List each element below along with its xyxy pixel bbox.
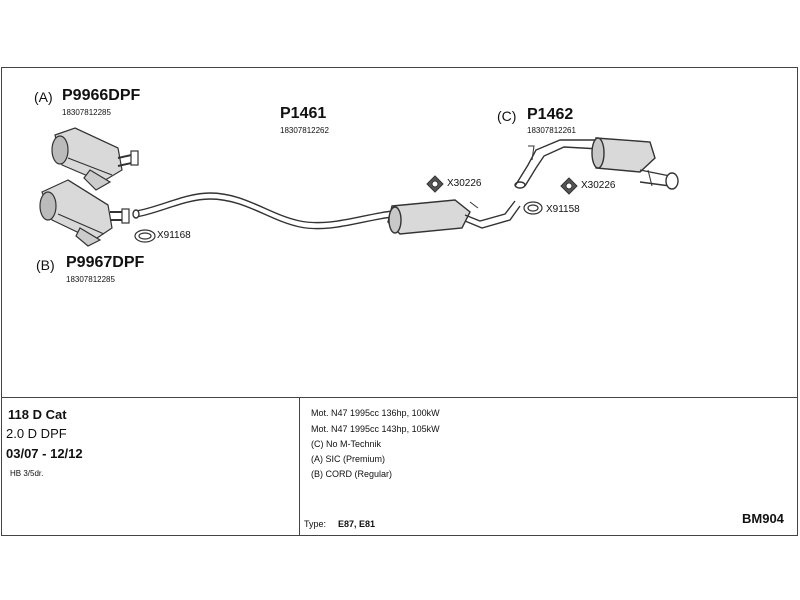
part-p1462-drawing[interactable] — [514, 137, 679, 190]
gasket-x30226-mid-label[interactable]: X30226 — [447, 178, 482, 189]
gasket-x30226-right-label[interactable]: X30226 — [581, 180, 616, 191]
info-column-divider — [299, 397, 300, 536]
part-a-prefix: (A) — [34, 89, 53, 105]
part-p1461-number[interactable]: P1461 — [280, 105, 327, 122]
clamp-x91158-drawing[interactable] — [523, 201, 543, 215]
part-a-oem: 18307812285 — [62, 108, 111, 117]
reference-code: BM904 — [742, 511, 784, 526]
clamp-x91168-drawing[interactable] — [134, 229, 156, 243]
clamp-x91168-label[interactable]: X91168 — [157, 230, 191, 241]
section-divider — [1, 397, 798, 398]
part-a-number[interactable]: P9966DPF — [62, 87, 141, 104]
gasket-x30226-mid-drawing[interactable] — [426, 175, 444, 193]
clamp-x91158-label[interactable]: X91158 — [546, 204, 580, 215]
spec-line-3: (C) No M-Technik — [311, 439, 382, 449]
vehicle-model: 118 D Cat — [8, 407, 67, 422]
part-c-oem: 18307812261 — [527, 126, 576, 135]
type-value: E87, E81 — [338, 519, 376, 529]
vehicle-engine: 2.0 D DPF — [6, 426, 67, 441]
gasket-x30226-right-drawing[interactable] — [560, 177, 578, 195]
spec-line-1: Mot. N47 1995cc 136hp, 100kW — [311, 408, 440, 418]
part-p1461-drawing[interactable] — [132, 192, 521, 235]
part-c-prefix: (C) — [497, 108, 517, 124]
part-a-dpf-drawing[interactable] — [51, 127, 139, 191]
vehicle-years: 03/07 - 12/12 — [6, 446, 83, 461]
type-label: Type: — [304, 519, 327, 529]
spec-line-4: (A) SIC (Premium) — [311, 454, 385, 464]
spec-line-2: Mot. N47 1995cc 143hp, 105kW — [311, 424, 440, 434]
spec-line-5: (B) CORD (Regular) — [311, 469, 393, 479]
diagram-frame — [1, 67, 798, 536]
part-c-number[interactable]: P1462 — [527, 106, 574, 123]
part-b-oem: 18307812285 — [66, 275, 115, 284]
part-b-number[interactable]: P9967DPF — [66, 254, 145, 271]
part-b-dpf-drawing[interactable] — [39, 179, 130, 247]
part-b-prefix: (B) — [36, 257, 55, 273]
vehicle-body: HB 3/5dr. — [10, 469, 44, 478]
part-p1461-oem: 18307812262 — [280, 126, 329, 135]
